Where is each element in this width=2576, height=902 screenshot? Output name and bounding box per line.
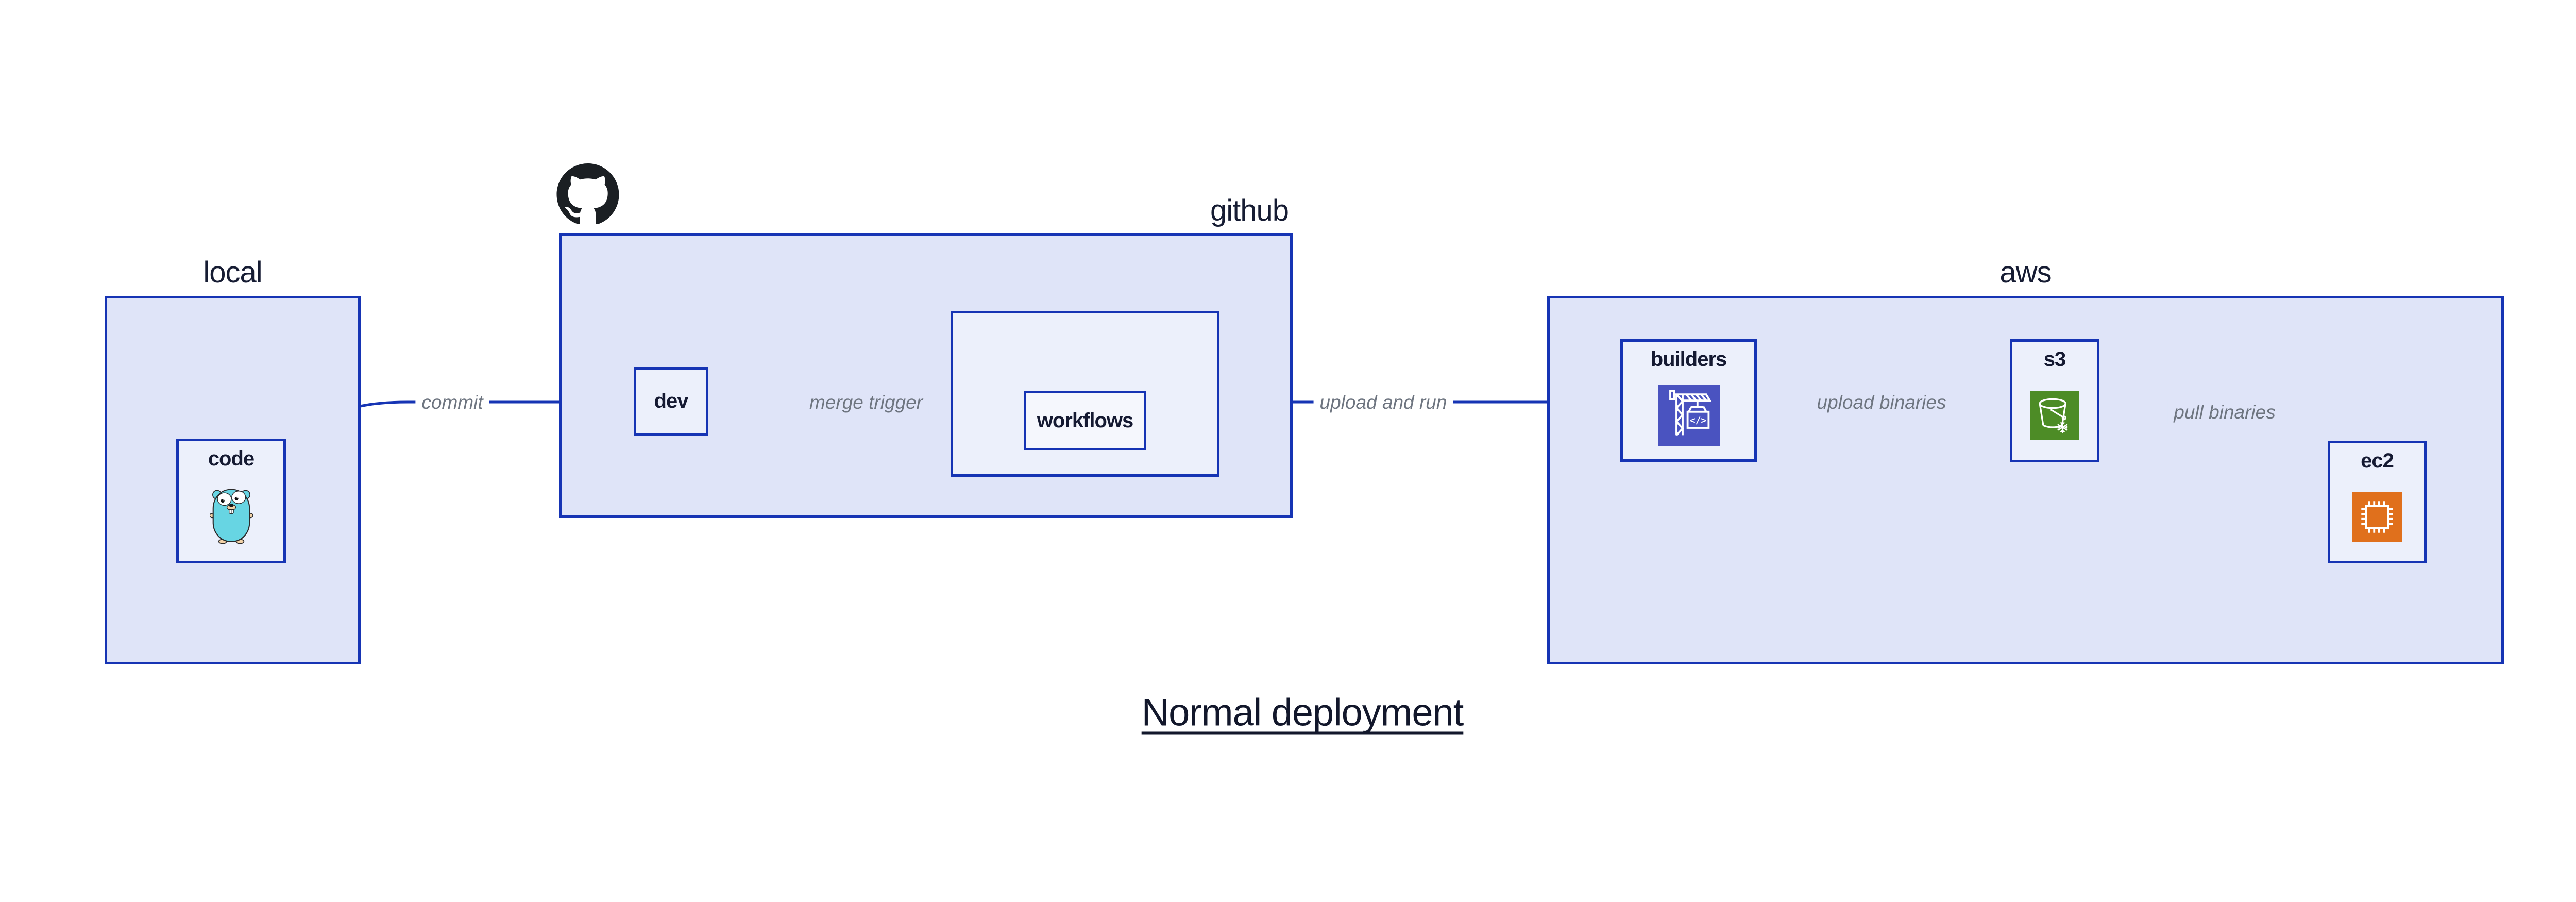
dev-node: dev: [634, 367, 708, 436]
merge-trigger-edge-label: merge trigger: [803, 391, 929, 414]
github-section-label: github: [1210, 194, 1289, 227]
upload-and-run-edge-label: upload and run: [1313, 391, 1453, 414]
code-node: code: [176, 439, 286, 563]
s3-glacier-bucket-icon: [2030, 391, 2079, 440]
workflows-node: workflows: [1024, 391, 1146, 450]
builders-node: builders </>: [1620, 339, 1757, 462]
local-section-label: local: [203, 256, 262, 289]
builders-node-label: builders: [1650, 348, 1727, 371]
ec2-chip-icon: [2352, 492, 2402, 542]
github-octocat-icon: [556, 163, 619, 225]
builders-icon-code-glyph: </>: [1689, 415, 1706, 426]
commit-edge-label: commit: [415, 391, 489, 414]
upload-binaries-edge-label: upload binaries: [1810, 391, 1953, 414]
go-gopher-icon: [209, 489, 253, 544]
code-node-label: code: [208, 447, 255, 470]
dev-node-label: dev: [654, 390, 689, 412]
ec2-node-label: ec2: [2361, 449, 2394, 472]
diagram-title: Normal deployment: [1141, 691, 1464, 734]
pull-binaries-edge-label: pull binaries: [2167, 400, 2282, 424]
workflows-node-label: workflows: [1037, 409, 1134, 432]
s3-node-label: s3: [2043, 348, 2066, 371]
ec2-node: ec2: [2328, 441, 2427, 563]
s3-node: s3: [2010, 339, 2099, 462]
aws-section-label: aws: [1999, 256, 2052, 289]
codebuild-crane-icon: </>: [1657, 384, 1720, 446]
